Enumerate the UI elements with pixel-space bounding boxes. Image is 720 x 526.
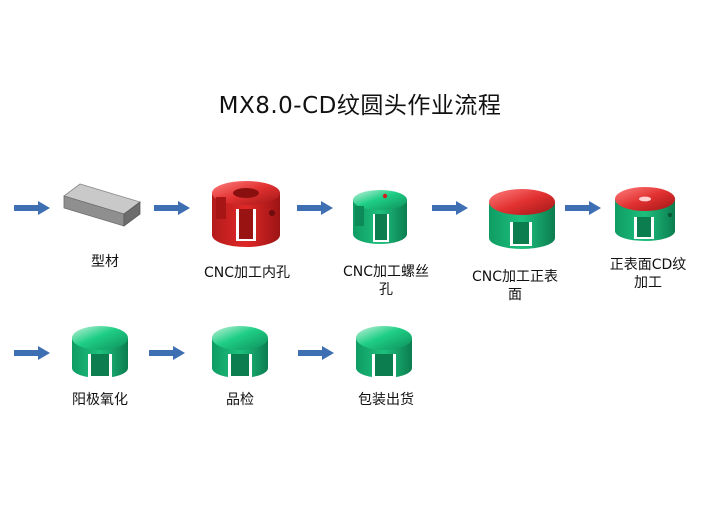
- packaged-part-image: [356, 326, 412, 378]
- step-label: 阳极氧化: [72, 392, 128, 408]
- step-label: 正表面CD纹加工: [609, 257, 687, 291]
- arrow-right-icon: [298, 346, 334, 360]
- arrow-right-icon: [14, 201, 50, 215]
- arrow-right-icon: [565, 201, 601, 215]
- arrow-right-icon: [149, 346, 185, 360]
- step-label: 包装出货: [358, 392, 414, 408]
- cd-texture-part-image: [615, 187, 675, 241]
- bar-stock-image: [63, 183, 141, 227]
- step-label: CNC加工螺丝孔: [342, 264, 430, 298]
- arrow-right-icon: [154, 201, 190, 215]
- inspected-part-image: [212, 326, 268, 378]
- cnc-screw-hole-part-image: [353, 190, 407, 244]
- cnc-inner-hole-part-image: [212, 181, 280, 247]
- step-label: 型材: [91, 254, 119, 270]
- arrow-right-icon: [297, 201, 333, 215]
- page-title: MX8.0-CD纹圆头作业流程: [218, 93, 502, 119]
- step-label: 品检: [226, 392, 254, 408]
- cnc-top-surface-part-image: [489, 189, 555, 249]
- step-label: CNC加工内孔: [203, 265, 291, 281]
- arrow-right-icon: [14, 346, 50, 360]
- step-label: CNC加工正表面: [471, 269, 559, 303]
- anodized-part-image: [72, 326, 128, 378]
- arrow-right-icon: [432, 201, 468, 215]
